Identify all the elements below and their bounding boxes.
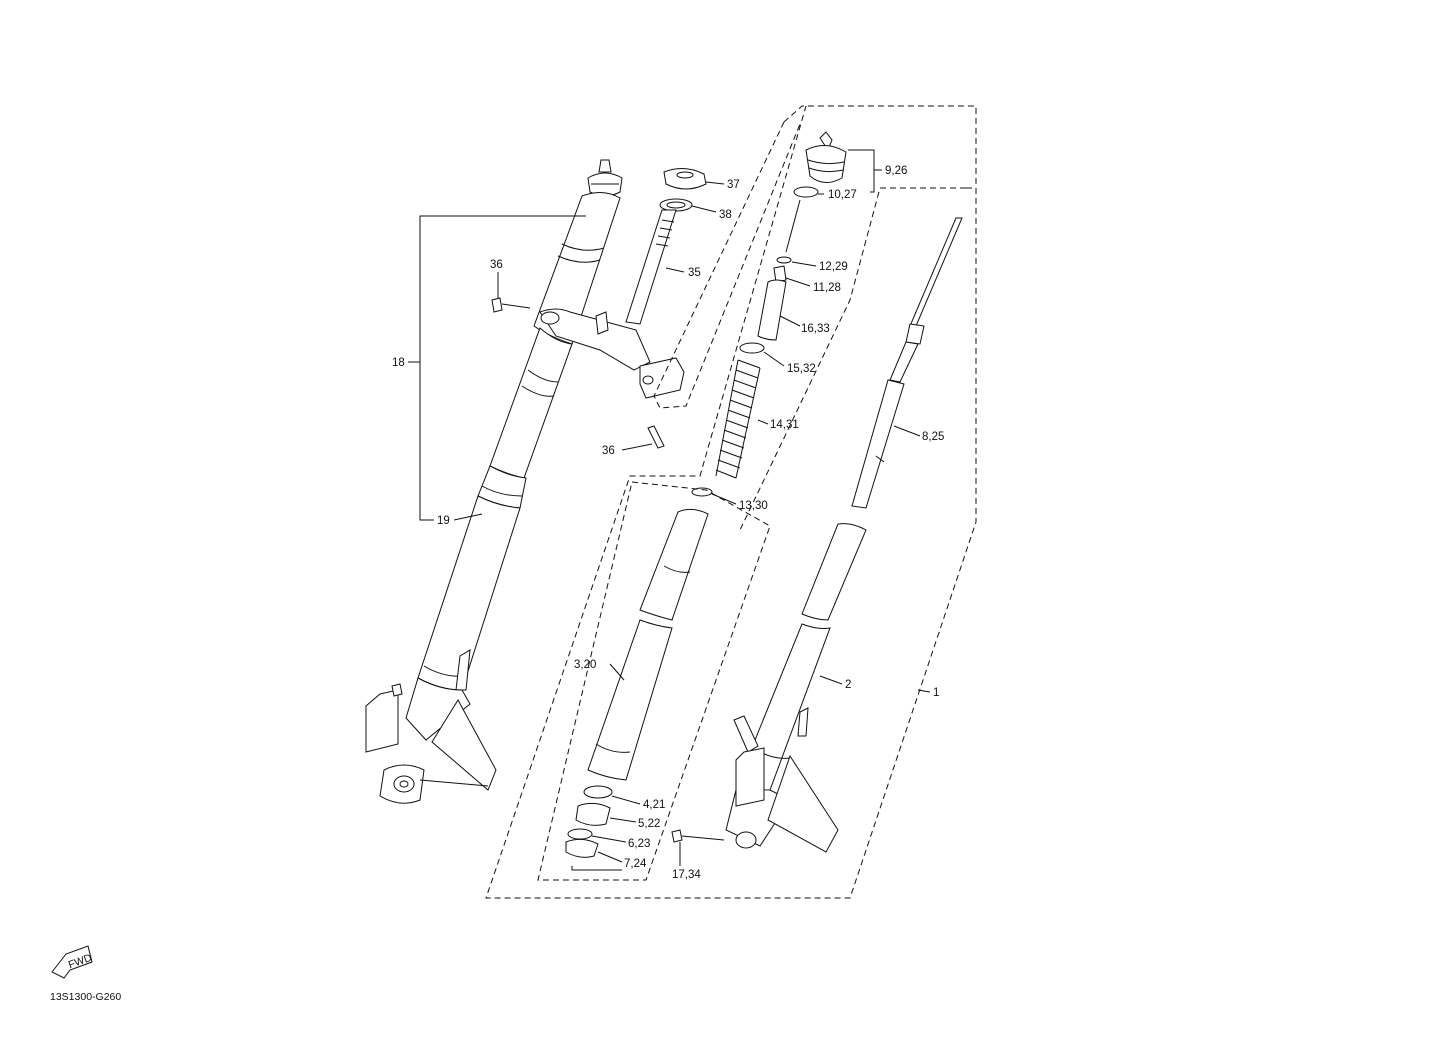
callout-5-22: 5,22 bbox=[638, 818, 660, 830]
callout-9-26: 9,26 bbox=[885, 165, 907, 177]
callout-13-30: 13,30 bbox=[739, 500, 768, 512]
callout-10-27: 10,27 bbox=[828, 189, 857, 201]
callout-11-28: 11,28 bbox=[813, 282, 841, 294]
assembled-fork-left bbox=[365, 159, 623, 804]
callout-14-31: 14,31 bbox=[770, 419, 799, 431]
callout-labels: 37 38 35 36 36 18 19 9,26 10,27 12,29 11… bbox=[392, 165, 944, 881]
callout-19: 19 bbox=[437, 515, 450, 527]
callout-37: 37 bbox=[727, 179, 740, 191]
callout-38: 38 bbox=[719, 209, 732, 221]
group-outline-dashed bbox=[485, 105, 977, 899]
callout-7-24: 7,24 bbox=[624, 858, 647, 870]
callout-16-33: 16,33 bbox=[801, 323, 830, 335]
callout-6-23: 6,23 bbox=[628, 838, 650, 850]
callout-36-top: 36 bbox=[490, 259, 503, 271]
fwd-arrow-icon: FWD bbox=[51, 945, 94, 979]
inner-tube-parts bbox=[565, 508, 725, 858]
fork-bridge-strut bbox=[491, 168, 707, 449]
callout-17-34: 17,34 bbox=[672, 869, 701, 881]
damper-cartridge-parts bbox=[691, 131, 963, 509]
callout-15-32: 15,32 bbox=[787, 363, 816, 375]
callout-2: 2 bbox=[845, 679, 851, 691]
callout-8-25: 8,25 bbox=[922, 431, 944, 443]
callout-1: 1 bbox=[933, 687, 939, 699]
callout-18: 18 bbox=[392, 357, 405, 369]
callout-4-21: 4,21 bbox=[643, 799, 665, 811]
callout-3-20: 3,20 bbox=[574, 659, 596, 671]
drawing-code: 13S1300-G260 bbox=[50, 991, 121, 1003]
outer-tube-parts bbox=[725, 523, 867, 853]
callout-35: 35 bbox=[688, 267, 701, 279]
callout-36-bottom: 36 bbox=[602, 445, 615, 457]
leader-lines bbox=[408, 149, 931, 871]
callout-12-29: 12,29 bbox=[819, 261, 848, 273]
